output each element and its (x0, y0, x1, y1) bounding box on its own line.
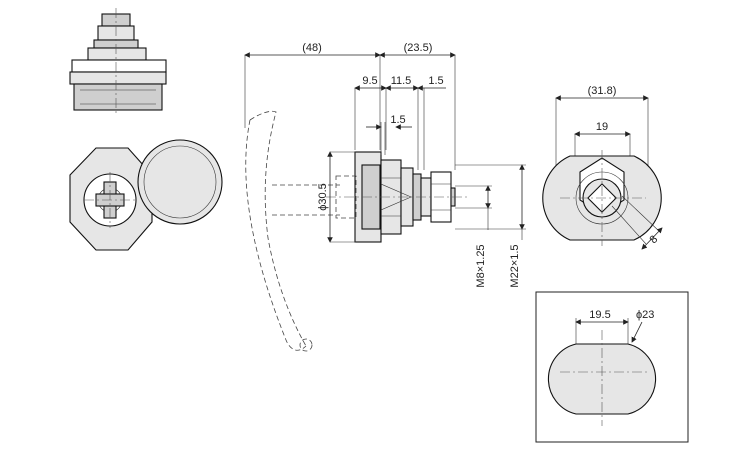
section-dimensions: (48) (23.5) 9.5 11.5 1.5 1.5 ϕ30.5 M8×1.… (244, 42, 526, 288)
panel-cutout-view: 19.5 ϕ23 (535, 291, 689, 443)
dim-flat-width: (31.8) (588, 85, 617, 97)
dim-diameter: 30.5 (317, 183, 329, 204)
dim-cutout-diameter: 23 (642, 309, 654, 321)
dim-hex-across: 19 (596, 121, 608, 133)
dim-seg-b: 11.5 (391, 75, 412, 87)
dim-square-drive: 8 (647, 233, 660, 246)
dim-bolt-thread: M8×1.25 (475, 244, 487, 287)
svg-text:ϕ23: ϕ23 (636, 309, 654, 321)
dim-seg-d: 1.5 (390, 114, 405, 126)
dim-body-thread: M22×1.5 (509, 244, 521, 287)
section-view (245, 110, 470, 352)
rear-view: (31.8) 19 8 (542, 85, 663, 250)
dim-seg-c: 1.5 (428, 75, 443, 87)
dim-cutout-width: 19.5 (589, 309, 610, 321)
phi-symbol-cutout: ϕ (636, 309, 642, 321)
svg-text:ϕ30.5: ϕ30.5 (317, 183, 329, 211)
front-view (69, 139, 223, 251)
dim-body-length: (23.5) (404, 42, 433, 54)
dim-seg-a: 9.5 (362, 75, 377, 87)
dim-handle-reach: (48) (302, 42, 322, 54)
phi-symbol: ϕ (317, 205, 329, 211)
side-view (69, 8, 167, 114)
